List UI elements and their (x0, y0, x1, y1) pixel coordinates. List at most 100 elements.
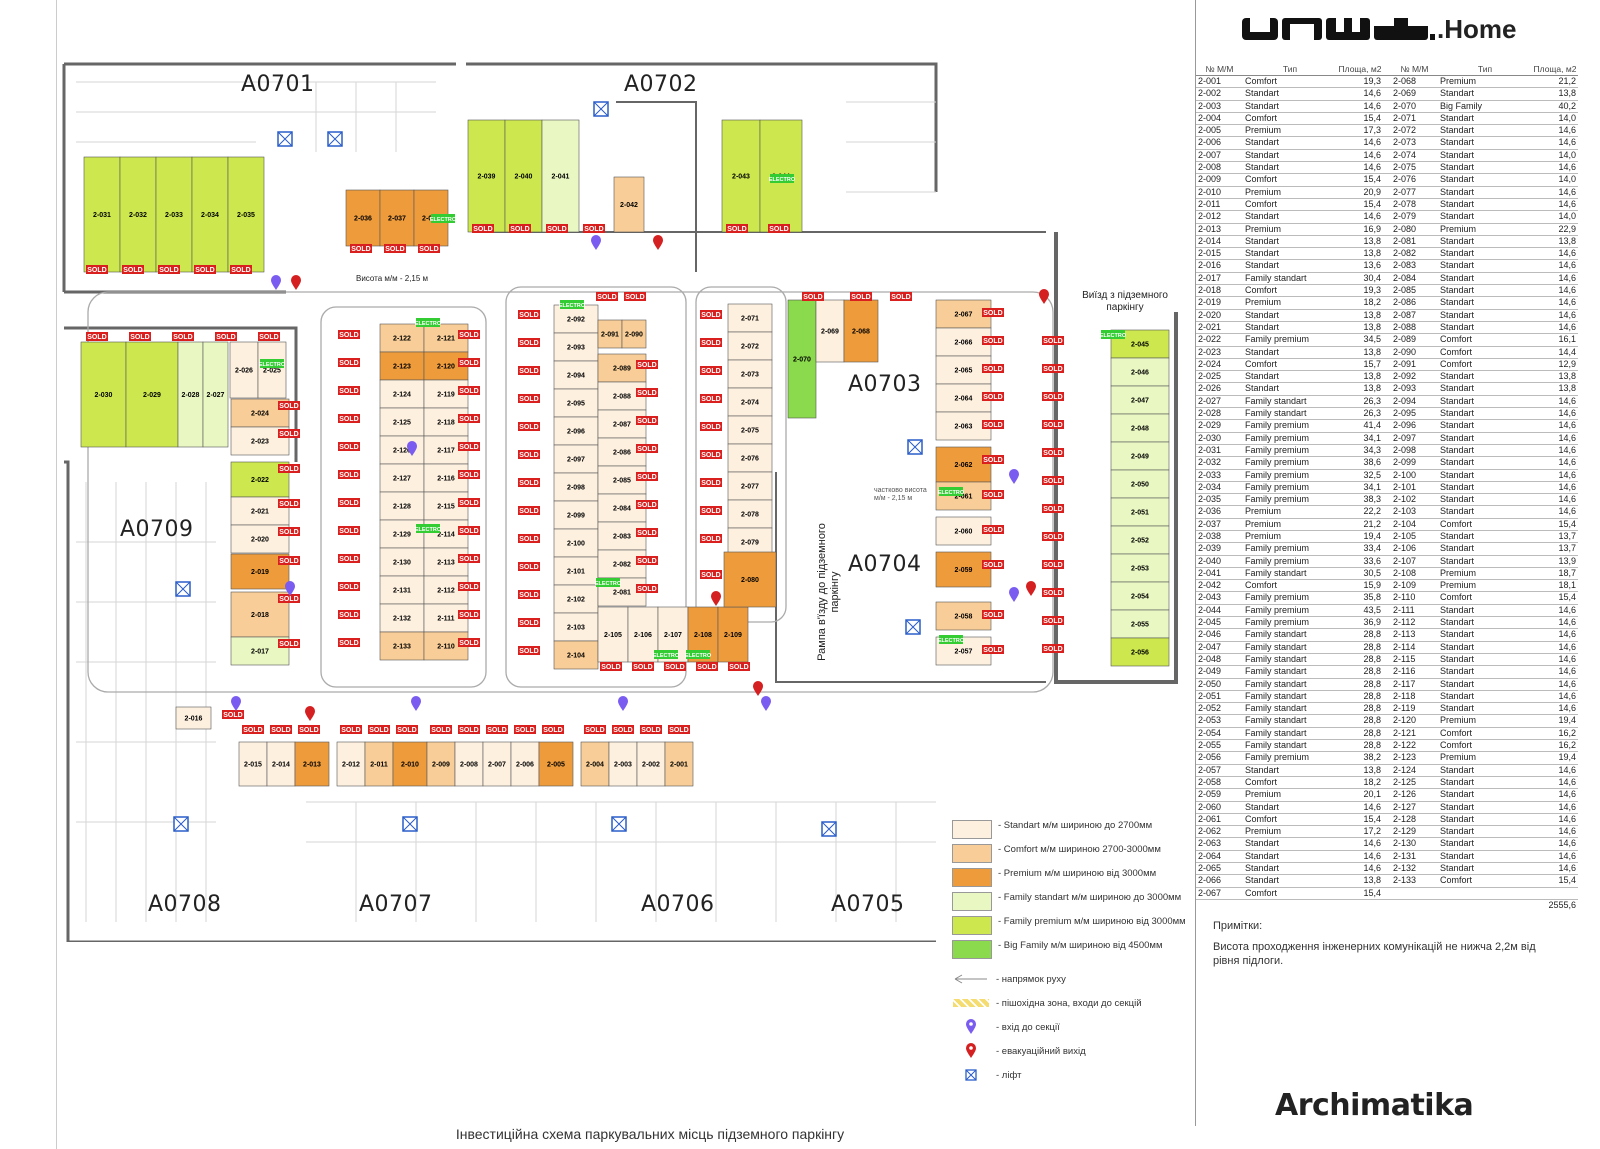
parking-spot-2-091[interactable] (597, 319, 623, 349)
parking-spot-2-062[interactable] (935, 446, 992, 483)
parking-spot-2-014[interactable] (266, 741, 296, 787)
cell-area: 38,3 (1337, 493, 1383, 507)
sold-badge (1042, 644, 1064, 653)
parking-spot-2-074[interactable] (727, 387, 773, 417)
sold-badge (546, 224, 568, 233)
parking-spot-2-133[interactable] (379, 631, 425, 661)
parking-spot-2-068[interactable] (843, 299, 879, 363)
parking-spot-2-106[interactable] (627, 606, 659, 663)
parking-spot-2-063[interactable] (935, 411, 992, 441)
parking-spot-2-080[interactable] (723, 551, 777, 608)
parking-spot-2-039[interactable] (467, 119, 506, 233)
exit-pin-icon (653, 235, 663, 250)
parking-spot-2-104[interactable] (553, 640, 599, 670)
parking-spot-2-037[interactable] (379, 189, 415, 247)
parking-spot-2-011[interactable] (364, 741, 394, 787)
parking-spot-2-065[interactable] (935, 355, 992, 385)
parking-spot-2-001[interactable] (664, 741, 694, 787)
parking-spot-2-055[interactable] (1110, 609, 1170, 639)
parking-spot-2-026[interactable] (229, 341, 259, 399)
parking-spot-2-090[interactable] (621, 319, 647, 349)
parking-spot-2-128[interactable] (379, 491, 425, 521)
parking-spot-2-048[interactable] (1110, 413, 1170, 443)
parking-spot-2-097[interactable] (553, 444, 599, 474)
cell-num: 2-051 (1196, 690, 1243, 704)
parking-spot-2-042[interactable] (613, 176, 645, 233)
cell-num: 2-065 (1196, 862, 1243, 876)
parking-spot-2-010[interactable] (392, 741, 428, 787)
parking-spot-2-049[interactable] (1110, 441, 1170, 471)
parking-spot-2-131[interactable] (379, 575, 425, 605)
parking-spot-2-025[interactable] (257, 341, 287, 399)
parking-spot-number: 2-061 (955, 494, 973, 501)
parking-spot-2-072[interactable] (727, 331, 773, 361)
sold-label: SOLD (259, 334, 278, 341)
parking-spot-2-066[interactable] (935, 327, 992, 357)
parking-spot-2-015[interactable] (238, 741, 268, 787)
parking-spot-2-051[interactable] (1110, 497, 1170, 527)
parking-spot-2-059[interactable] (935, 551, 992, 588)
parking-spot-2-016[interactable] (175, 706, 212, 730)
parking-spot-2-077[interactable] (727, 471, 773, 501)
parking-spot-2-123[interactable] (379, 351, 425, 381)
sold-badge (458, 470, 480, 479)
cell-num: 2-041 (1196, 567, 1243, 581)
electro-label: ELECTRO (415, 321, 442, 327)
parking-spot-2-043[interactable] (721, 119, 761, 233)
sold-label: SOLD (637, 362, 656, 369)
sold-label: SOLD (983, 562, 1002, 569)
cell-num: 2-034 (1196, 481, 1243, 495)
parking-spot-2-035[interactable] (227, 156, 265, 273)
parking-spot-2-099[interactable] (553, 500, 599, 530)
parking-spot-2-006[interactable] (510, 741, 540, 787)
parking-spot-2-047[interactable] (1110, 385, 1170, 415)
parking-spot-2-012[interactable] (336, 741, 366, 787)
cell-type: Premium (1243, 186, 1337, 199)
parking-spot-2-079[interactable] (727, 527, 773, 557)
parking-spot-2-034[interactable] (191, 156, 229, 273)
parking-spot-2-105[interactable] (597, 606, 629, 663)
parking-spot-2-098[interactable] (553, 472, 599, 502)
sold-badge (700, 570, 722, 579)
cell-type: Standart (1243, 309, 1337, 322)
cell-type: Standart (1438, 259, 1532, 273)
parking-spot-2-008[interactable] (454, 741, 484, 787)
parking-spot-2-109[interactable] (717, 606, 749, 663)
parking-spot-2-053[interactable] (1110, 553, 1170, 583)
cell-area: 36,9 (1337, 616, 1383, 630)
parking-spot-2-028[interactable] (177, 341, 204, 448)
parking-spot-2-036[interactable] (345, 189, 381, 247)
parking-spot-2-093[interactable] (553, 332, 599, 362)
parking-spot-2-041[interactable] (541, 119, 580, 233)
parking-spot-2-102[interactable] (553, 584, 599, 614)
parking-spot-2-029[interactable] (125, 341, 179, 448)
parking-spot-2-030[interactable] (80, 341, 127, 448)
cell-num: 2-124 (1391, 764, 1438, 777)
parking-spot-2-013[interactable] (294, 741, 330, 787)
cell-num: 2-078 (1391, 198, 1438, 212)
cell-num: 2-009 (1196, 173, 1243, 187)
parking-spot-2-060[interactable] (935, 516, 992, 546)
cell-num: 2-035 (1196, 493, 1243, 507)
parking-spot-2-009[interactable] (426, 741, 456, 787)
cell-num: 2-084 (1391, 272, 1438, 286)
parking-spot-2-056[interactable] (1110, 637, 1170, 667)
parking-spot-number: 2-024 (251, 411, 269, 418)
parking-spot-2-130[interactable] (379, 547, 425, 577)
parking-spot-2-046[interactable] (1110, 357, 1170, 387)
cell-type: Premium (1243, 530, 1337, 544)
parking-spot-2-125[interactable] (379, 407, 425, 437)
sold-label: SOLD (597, 294, 616, 301)
parking-spot-2-027[interactable] (202, 341, 229, 448)
parking-spot-2-094[interactable] (553, 360, 599, 390)
parking-spot-2-095[interactable] (553, 388, 599, 418)
sold-label: SOLD (803, 294, 822, 301)
parking-spot-2-040[interactable] (504, 119, 543, 233)
parking-spot-2-127[interactable] (379, 463, 425, 493)
parking-spot-2-052[interactable] (1110, 525, 1170, 555)
parking-spot-2-075[interactable] (727, 415, 773, 445)
parking-spot-2-070[interactable] (787, 299, 817, 419)
parking-spot-2-005[interactable] (538, 741, 574, 787)
sold-label: SOLD (983, 338, 1002, 345)
